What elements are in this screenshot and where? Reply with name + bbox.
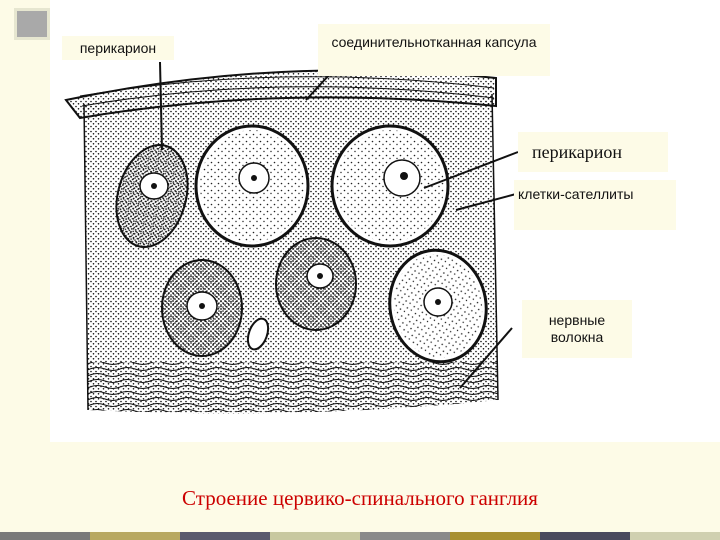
neuron-1 [115,144,189,248]
bottom-bar-segment [0,532,90,540]
slide-caption: Строение цервико-спинального ганглия [182,486,538,510]
bottom-bar-segment [360,532,450,540]
bottom-bar-segment [90,532,180,540]
label-capsule: соединительнотканная капсула [318,24,550,76]
label-perikaryon-top: перикарион [62,36,174,60]
neuron-2 [194,124,310,248]
bottom-decoration-bar [0,532,720,540]
neuron-4 [161,259,243,357]
label-satellite-cells: клетки-сателлиты [514,180,676,230]
neuron-5 [275,237,357,331]
corner-decoration [14,8,50,40]
vessel [246,317,270,351]
bottom-bar-segment [180,532,270,540]
neuron-6 [388,248,488,364]
leader-lines [159,61,519,389]
bottom-bar-segment [540,532,630,540]
bottom-bar-segment [630,532,720,540]
label-nerve-fibers: нервные волокна [522,300,632,358]
bottom-bar-segment [450,532,540,540]
neuron-3 [330,124,450,248]
label-perikaryon-right: перикарион [518,132,668,172]
bottom-bar-segment [270,532,360,540]
